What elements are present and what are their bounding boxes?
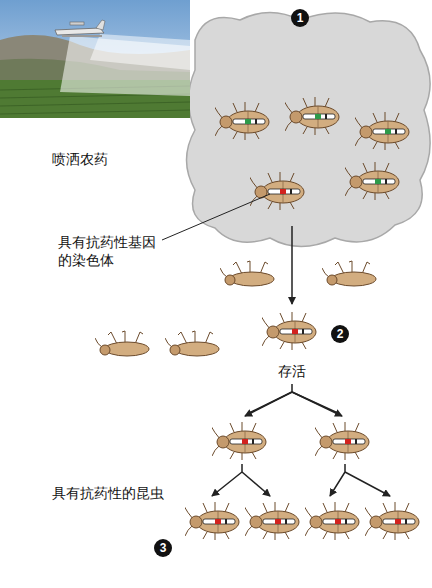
callout-number: 1 [291,9,309,27]
callout-number: 3 [154,539,172,557]
callout-number: 2 [331,325,349,343]
survivor-label: 存活 [278,362,306,380]
chromosome-label: 具有抗药性基因的染色体 [58,233,158,269]
photo-caption: 喷洒农药 [52,150,108,168]
resistant-insect-label: 具有抗药性的昆虫 [52,484,164,502]
